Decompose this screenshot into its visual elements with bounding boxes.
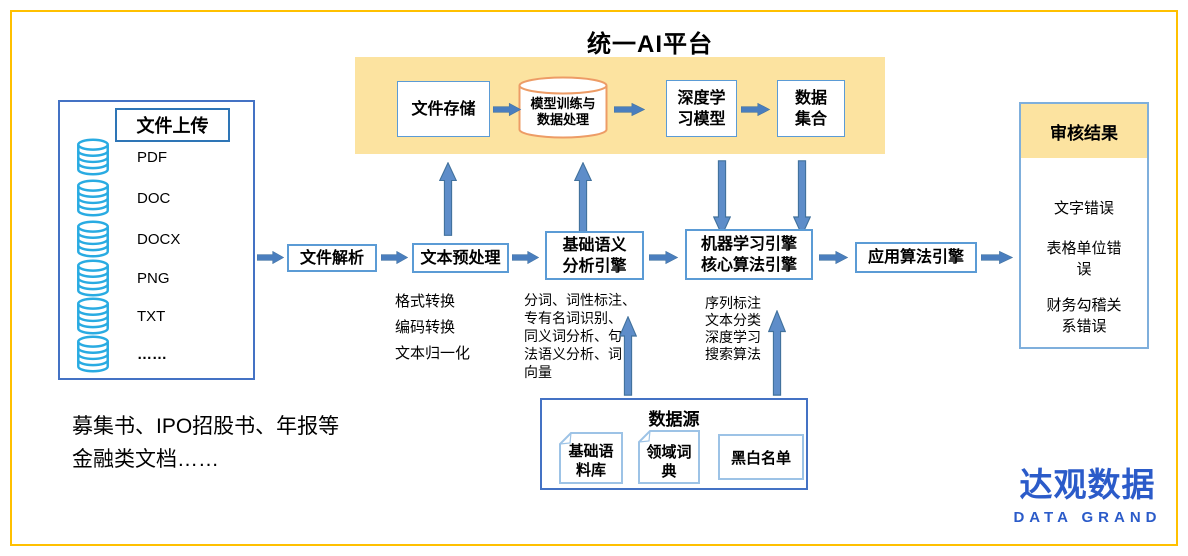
database-icon bbox=[77, 335, 109, 373]
caption-text: 募集书、IPO招股书、年报等 金融类文档…… bbox=[72, 415, 340, 471]
model-training-cylinder: 模型训练与 数据处理 bbox=[518, 76, 608, 140]
arrow-up-semantic-to-platform-icon bbox=[574, 162, 592, 236]
model-training-label: 模型训练与 数据处理 bbox=[530, 96, 596, 127]
arrow-down-platform-to-ml-icon bbox=[713, 160, 731, 236]
database-icon bbox=[77, 179, 109, 217]
arrow-down-collection-to-ml-icon bbox=[793, 160, 811, 236]
blackwhite-list-card: 黑白名单 bbox=[718, 434, 804, 480]
arrow-dl-to-collection-icon bbox=[741, 102, 771, 117]
database-icon bbox=[77, 259, 109, 297]
file-storage-box: 文件存储 bbox=[397, 81, 490, 137]
folded-card-icon bbox=[638, 430, 700, 484]
arrow-preprocess-to-semantic-icon bbox=[512, 250, 540, 265]
outer-gold-border bbox=[10, 10, 1178, 546]
text-preprocess-box: 文本预处理 bbox=[412, 243, 509, 273]
arrow-parse-to-preprocess-icon bbox=[381, 250, 409, 265]
format-label: DOC bbox=[137, 189, 171, 207]
database-icon bbox=[77, 297, 109, 335]
corpus-card-label: 基础语 料库 bbox=[568, 443, 614, 479]
arrow-semantic-to-ml-icon bbox=[649, 250, 679, 265]
arrow-app-to-result-icon bbox=[981, 250, 1014, 265]
arrow-ml-to-app-icon bbox=[819, 250, 849, 265]
semantic-notes: 分词、词性标注、 专有名词识别、 同义词分析、句 法语义分析、词 向量 bbox=[524, 292, 636, 380]
logo-en-text: DATA GRAND bbox=[1013, 509, 1162, 526]
arrow-up-datasource-to-ml-icon bbox=[768, 310, 786, 396]
result-item: 文字错误 bbox=[1053, 200, 1114, 217]
arrow-upload-to-parse-icon bbox=[257, 250, 285, 265]
file-parse-box: 文件解析 bbox=[287, 244, 377, 272]
semantic-engine-box: 基础语义 分析引擎 bbox=[545, 231, 644, 280]
datasource-panel: 数据源 基础语 料库 领域词 典 黑白名单 bbox=[540, 398, 808, 490]
arrow-training-to-dl-icon bbox=[614, 102, 646, 117]
arrow-up-preprocess-to-platform-icon bbox=[439, 162, 457, 236]
arrow-storage-to-training-icon bbox=[493, 102, 522, 117]
format-label: DOCX bbox=[137, 230, 181, 248]
dictionary-card: 领域词 典 bbox=[638, 430, 700, 484]
format-label: PNG bbox=[137, 269, 170, 287]
result-item: 表格单位错 误 bbox=[1046, 240, 1122, 278]
ml-engine-box: 机器学习引擎 核心算法引擎 bbox=[685, 229, 813, 280]
corpus-card: 基础语 料库 bbox=[559, 432, 623, 484]
brand-logo: 达观数据 DATA GRAND bbox=[1010, 458, 1165, 526]
database-icon bbox=[77, 220, 109, 258]
arrow-up-datasource-to-semantic-icon bbox=[619, 316, 637, 396]
datasource-title: 数据源 bbox=[648, 410, 700, 429]
cylinder-shape-icon bbox=[518, 76, 608, 139]
ml-notes: 序列标注 文本分类 深度学习 搜索算法 bbox=[705, 295, 761, 362]
database-icon bbox=[77, 138, 109, 176]
result-header: 审核结果 bbox=[1021, 104, 1147, 158]
logo-cn-text: 达观数据 bbox=[1019, 466, 1156, 503]
app-engine-box: 应用算法引擎 bbox=[855, 242, 977, 273]
preprocess-notes: 格式转换 编码转换 文本归一化 bbox=[395, 293, 471, 362]
result-panel: 审核结果 文字错误 表格单位错 误 财务勾稽关 系错误 bbox=[1019, 102, 1149, 349]
deep-learning-model-box: 深度学 习模型 bbox=[666, 80, 737, 137]
format-label: TXT bbox=[137, 307, 166, 325]
file-upload-title: 文件上传 bbox=[115, 108, 230, 142]
format-label: …… bbox=[137, 345, 167, 363]
folded-card-icon bbox=[559, 432, 623, 484]
result-item: 财务勾稽关 系错误 bbox=[1046, 297, 1122, 335]
data-collection-box: 数据 集合 bbox=[777, 80, 845, 137]
format-label: PDF bbox=[137, 148, 167, 166]
page-title: 统一AI平台 bbox=[587, 31, 713, 58]
dictionary-card-label: 领域词 典 bbox=[646, 444, 692, 480]
